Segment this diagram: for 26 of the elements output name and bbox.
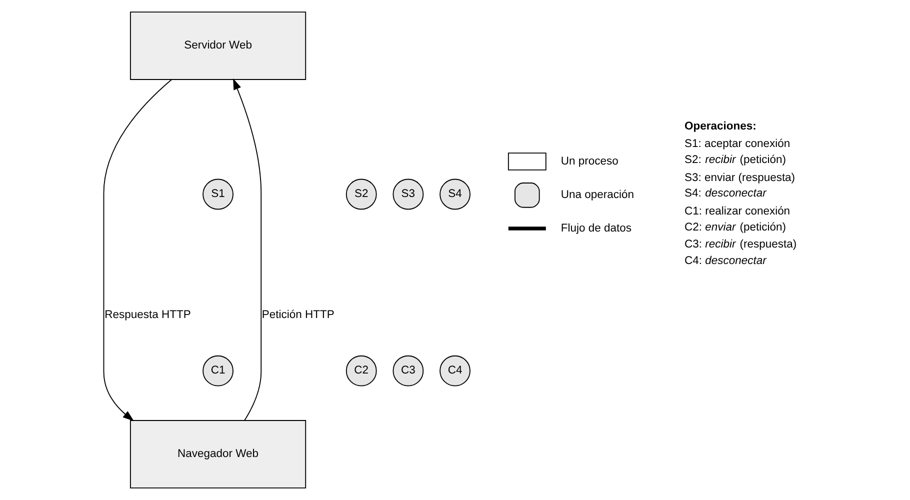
label: S2: recibir (petición)	[684, 154, 786, 166]
node-box: Navegador Web	[129, 420, 306, 488]
node-circle: C4	[439, 355, 470, 386]
node-box: Servidor Web	[129, 12, 306, 80]
node-circle: C2	[345, 355, 376, 386]
legend-label: Un proceso	[560, 155, 618, 168]
label: S1: aceptar conexión	[684, 138, 790, 150]
arrow	[102, 79, 172, 422]
node-circle: C1	[202, 355, 233, 386]
legend-label: Una operación	[560, 189, 634, 202]
label: C1: realizar conexión	[684, 205, 790, 218]
edge-label: Petición HTTP	[261, 309, 334, 322]
arrow	[232, 78, 262, 421]
node-circle: C3	[392, 355, 424, 386]
node-circle: S3	[392, 178, 424, 210]
edge-label: Respuesta HTTP	[104, 309, 190, 322]
legend-label: Flujo de datos	[560, 222, 631, 234]
label: C2: enviar (petición)	[684, 221, 786, 234]
node-circle: S1	[202, 178, 233, 210]
label: Operaciones:	[684, 120, 756, 132]
node-circle: S4	[439, 178, 470, 210]
node-circle: S2	[345, 178, 376, 210]
label: C3: recibir (respuesta)	[684, 238, 796, 250]
label: S3: enviar (respuesta)	[684, 172, 795, 184]
label: S4: desconectar	[684, 188, 766, 200]
label: C4: desconectar	[684, 255, 766, 268]
